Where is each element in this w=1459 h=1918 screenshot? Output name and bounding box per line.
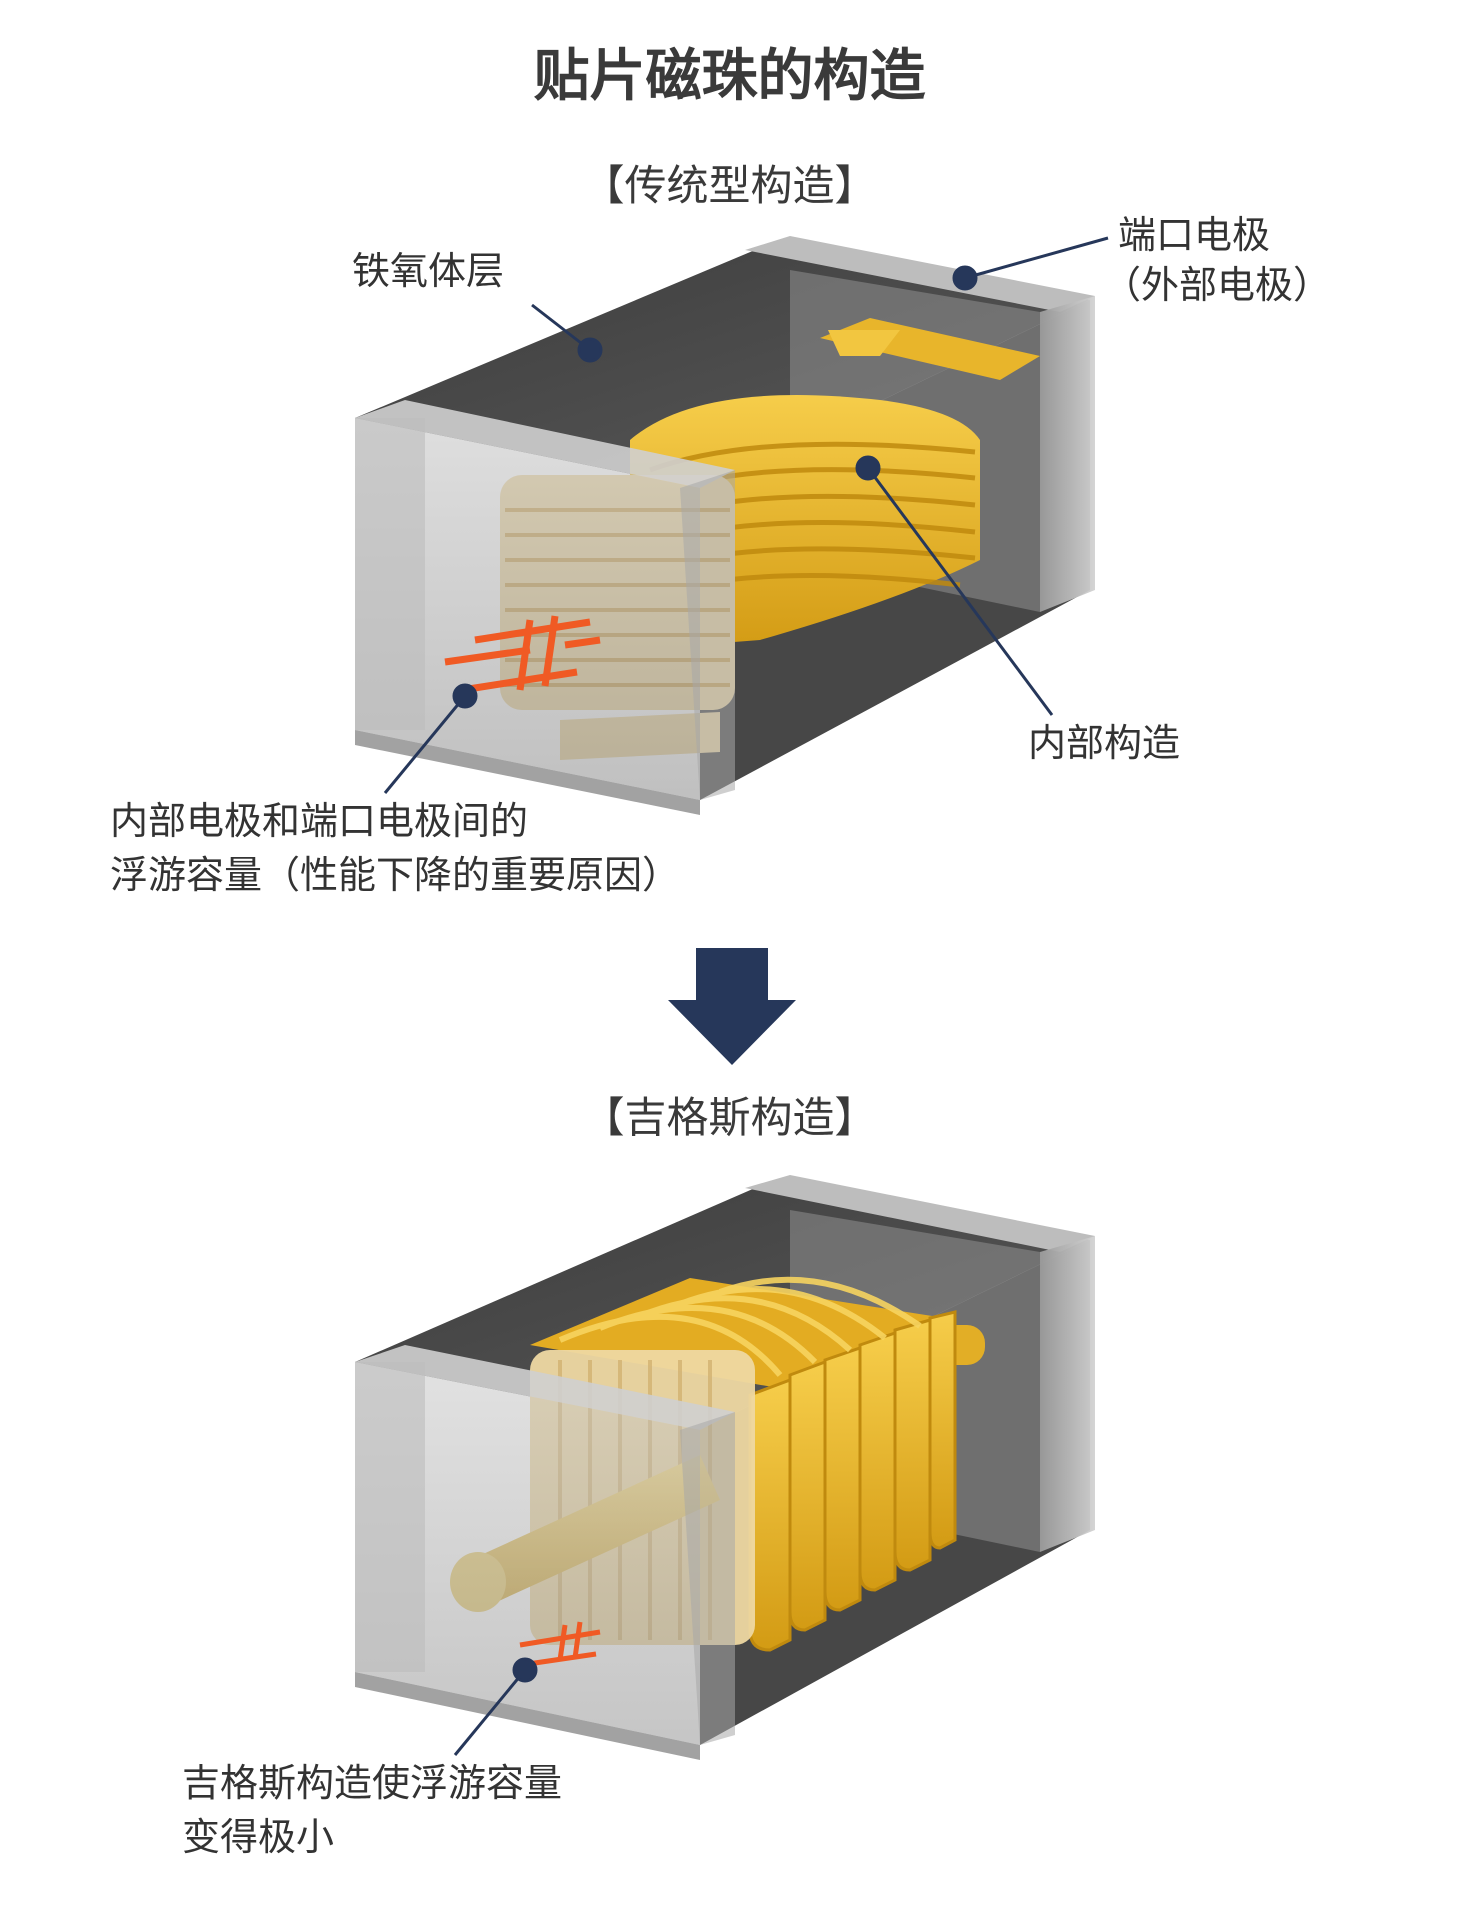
gigas-front-terminal-face xyxy=(355,1362,700,1745)
section-heading-gigas: 【吉格斯构造】 xyxy=(582,1093,877,1142)
label-gigas-line1: 吉格斯构造使浮游容量 xyxy=(182,1761,563,1805)
label-internal-structure: 内部构造 xyxy=(1028,721,1181,765)
leader-dot-capacitance xyxy=(452,683,478,709)
leader-lines-gigas xyxy=(453,1657,538,1756)
section-heading-conventional: 【传统型构造】 xyxy=(582,161,877,210)
back-terminal-face xyxy=(1040,296,1095,612)
gigas-back-terminal-face xyxy=(1040,1236,1095,1552)
label-gigas-line2: 变得极小 xyxy=(182,1815,335,1859)
leader-dot-ferrite xyxy=(577,337,603,363)
leader-lines-conventional xyxy=(383,236,1109,794)
gigas-back-terminal-top xyxy=(745,1175,1095,1252)
gigas-front-terminal-top xyxy=(355,1345,735,1430)
back-terminal-top xyxy=(745,236,1095,312)
capacitance-symbol-gigas xyxy=(519,1621,601,1667)
capacitance-symbol-conventional xyxy=(444,615,601,694)
label-capacitance-line2: 浮游容量（性能下降的重要原因） xyxy=(110,853,681,897)
label-external-electrode: （外部电极） xyxy=(1103,263,1332,307)
conventional-chip-illustration xyxy=(355,236,1095,815)
label-terminal-electrode: 端口电极 xyxy=(1118,213,1271,257)
label-capacitance-line1: 内部电极和端口电极间的 xyxy=(110,799,529,843)
page-title: 贴片磁珠的构造 xyxy=(533,44,926,109)
front-terminal-top xyxy=(355,400,735,488)
leader-dot-gigas-capacitance xyxy=(512,1657,538,1683)
leader-dot-internal xyxy=(855,455,881,481)
leader-dot-terminal xyxy=(952,265,978,291)
gigas-chip-illustration xyxy=(355,1175,1095,1760)
down-arrow-icon xyxy=(668,948,796,1065)
label-ferrite-layer: 铁氧体层 xyxy=(352,249,505,293)
front-terminal-face xyxy=(355,418,700,800)
